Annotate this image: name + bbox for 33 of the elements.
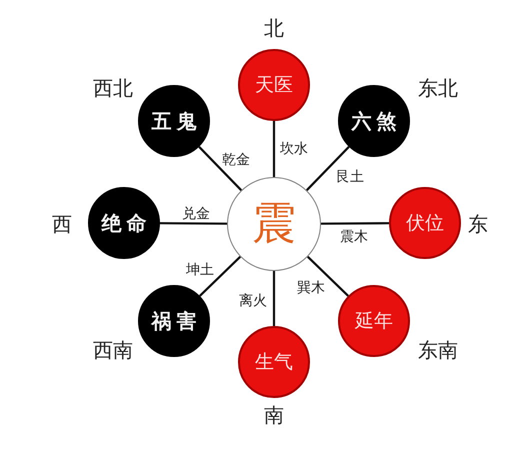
direction-label: 东北 [418, 78, 458, 98]
edge-label: 巽木 [297, 281, 325, 295]
edge-label: 离火 [239, 294, 267, 308]
edge-label: 坎水 [280, 142, 308, 156]
direction-label: 西 [52, 214, 72, 234]
direction-label: 南 [264, 405, 284, 425]
node-label: 天医 [255, 76, 293, 94]
connector-line [272, 271, 276, 326]
connector-line [198, 146, 242, 192]
node-label: 绝命 [100, 213, 152, 233]
direction-label: 西南 [93, 340, 133, 360]
direction-label: 东 [468, 214, 488, 234]
edge-label: 艮土 [336, 170, 364, 184]
direction-label: 东南 [418, 340, 458, 360]
direction-label: 北 [264, 18, 284, 38]
edge-label: 乾金 [222, 153, 250, 167]
edge-label: 坤土 [186, 263, 214, 277]
node-label: 震 [252, 202, 296, 246]
node-label: 五鬼 [150, 111, 202, 131]
edge-label: 兑金 [182, 207, 210, 221]
connector-line [306, 256, 349, 297]
node-label: 伏位 [406, 214, 444, 232]
node-label: 延年 [355, 312, 393, 330]
direction-label: 西北 [93, 78, 133, 98]
connector-line [272, 121, 276, 177]
edge-label: 震木 [340, 230, 368, 244]
connector-line [321, 222, 389, 225]
connector-line [199, 256, 242, 297]
node-label: 祸害 [150, 311, 202, 331]
node-label: 生气 [255, 352, 293, 372]
node-label: 六煞 [350, 111, 402, 131]
connector-line [306, 146, 350, 192]
connector-line [160, 222, 227, 225]
